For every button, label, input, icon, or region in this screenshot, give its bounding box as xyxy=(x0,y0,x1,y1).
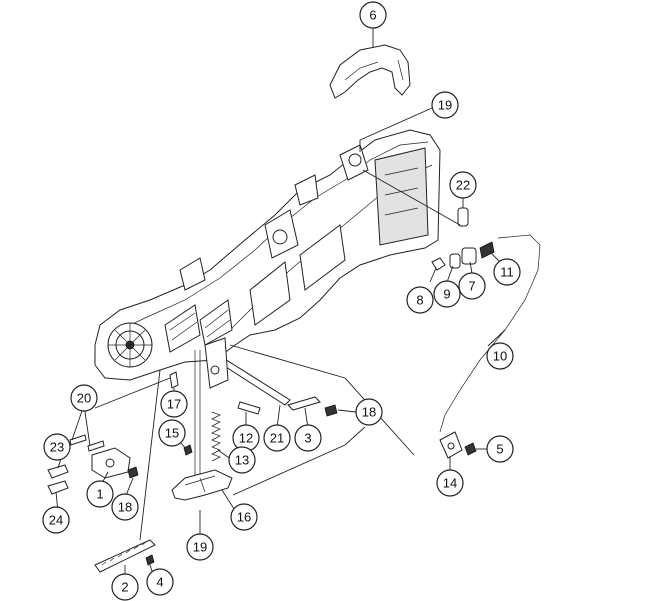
part-3-plate xyxy=(287,396,321,411)
callout-6: 6 xyxy=(359,1,387,29)
callout-16: 16 xyxy=(230,503,258,531)
callout-18b: 18 xyxy=(111,493,139,521)
svg-text:18: 18 xyxy=(118,500,132,515)
callout-1: 1 xyxy=(86,480,114,508)
callout-10: 10 xyxy=(486,342,514,370)
callout-5: 5 xyxy=(486,435,514,463)
svg-text:15: 15 xyxy=(165,426,179,441)
svg-text:2: 2 xyxy=(121,580,128,595)
part-18-screw xyxy=(324,404,338,417)
callout-18: 18 xyxy=(355,398,383,426)
svg-text:11: 11 xyxy=(500,265,514,280)
callout-20: 20 xyxy=(70,384,98,412)
callout-8: 8 xyxy=(406,286,434,314)
callout-17: 17 xyxy=(160,390,188,418)
callout-22: 22 xyxy=(449,171,477,199)
svg-text:5: 5 xyxy=(496,442,503,457)
feeder-main-body xyxy=(94,129,441,381)
part-9-bushing xyxy=(449,253,461,269)
callout-24: 24 xyxy=(42,506,70,534)
svg-text:9: 9 xyxy=(443,287,450,302)
svg-text:8: 8 xyxy=(416,293,423,308)
callout-15: 15 xyxy=(158,419,186,447)
callout-9: 9 xyxy=(433,280,461,308)
callout-19b: 19 xyxy=(186,533,214,561)
part-5-screw xyxy=(464,442,477,456)
svg-text:22: 22 xyxy=(456,178,470,193)
part-13-spring xyxy=(211,411,221,462)
svg-text:6: 6 xyxy=(369,8,376,23)
callout-13: 13 xyxy=(228,446,256,474)
svg-text:10: 10 xyxy=(493,349,507,364)
part-2-belt xyxy=(94,539,156,573)
svg-text:16: 16 xyxy=(237,510,251,525)
svg-text:13: 13 xyxy=(235,453,249,468)
vertical-rod xyxy=(194,350,201,480)
part-11-spring xyxy=(479,241,495,259)
callout-14: 14 xyxy=(436,469,464,497)
callout-19: 19 xyxy=(431,91,459,119)
part-7-bushing xyxy=(461,247,477,265)
part-12-shaft xyxy=(237,401,261,415)
part-6-handle xyxy=(329,44,411,99)
part-14-bracket xyxy=(439,431,463,459)
callout-2: 2 xyxy=(111,573,139,601)
part-22-pin xyxy=(457,207,469,227)
small-parts-right xyxy=(431,207,495,271)
callout-7: 7 xyxy=(458,272,486,300)
svg-text:18: 18 xyxy=(362,405,376,420)
svg-text:23: 23 xyxy=(50,440,64,455)
callout-12: 12 xyxy=(232,424,260,452)
part-4-screw xyxy=(145,554,155,566)
left-parts xyxy=(47,434,139,495)
middle-parts xyxy=(169,337,338,501)
svg-text:21: 21 xyxy=(270,431,284,446)
part-23-pin xyxy=(47,464,69,479)
svg-text:24: 24 xyxy=(49,513,63,528)
svg-text:14: 14 xyxy=(443,476,457,491)
part-24-pin xyxy=(47,480,69,495)
svg-text:17: 17 xyxy=(167,397,181,412)
part-8-nut xyxy=(431,257,446,271)
part-10-cable xyxy=(439,234,541,433)
callout-21: 21 xyxy=(263,424,291,452)
svg-text:19: 19 xyxy=(438,98,452,113)
callout-4: 4 xyxy=(146,568,174,596)
svg-text:12: 12 xyxy=(239,431,253,446)
callout-3: 3 xyxy=(294,424,322,452)
svg-text:20: 20 xyxy=(77,391,91,406)
callout-23: 23 xyxy=(43,433,71,461)
svg-text:19: 19 xyxy=(193,540,207,555)
svg-text:1: 1 xyxy=(96,487,103,502)
callout-11: 11 xyxy=(493,258,521,286)
svg-text:3: 3 xyxy=(304,431,311,446)
part-16-lever xyxy=(171,469,233,501)
svg-text:7: 7 xyxy=(468,279,475,294)
svg-text:4: 4 xyxy=(156,575,163,590)
part-18b-screw xyxy=(127,466,139,479)
